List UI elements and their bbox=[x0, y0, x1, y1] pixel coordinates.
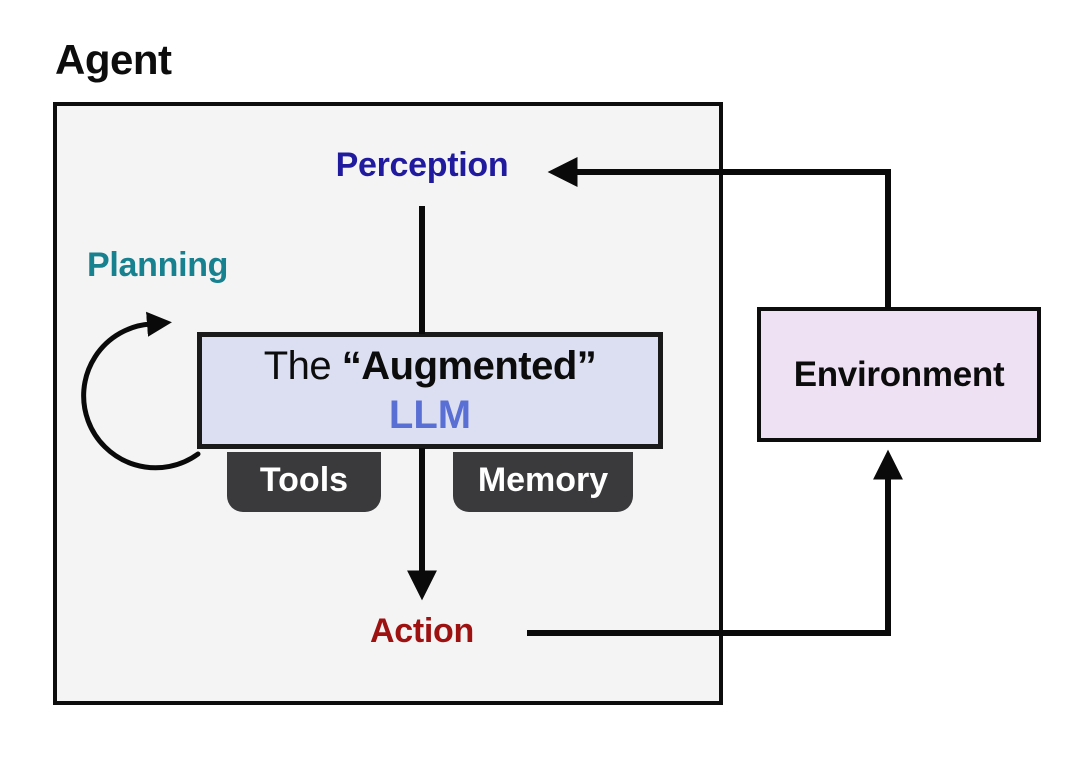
agent-title: Agent bbox=[55, 36, 172, 83]
augmented-llm-box: The “Augmented” LLM bbox=[197, 332, 663, 449]
memory-tab: Memory bbox=[453, 452, 633, 512]
llm-box-title-line: The “Augmented” bbox=[264, 344, 597, 388]
llm-title-bold-text: “Augmented” bbox=[341, 344, 597, 388]
planning-label: Planning bbox=[87, 246, 229, 284]
tools-tab: Tools bbox=[227, 452, 381, 512]
action-label: Action bbox=[370, 612, 474, 650]
environment-label: Environment bbox=[793, 354, 1005, 394]
environment-box: Environment bbox=[757, 307, 1041, 442]
llm-title-regular-text: The bbox=[263, 344, 342, 388]
llm-label: LLM bbox=[388, 393, 472, 437]
perception-label: Perception bbox=[335, 146, 509, 184]
